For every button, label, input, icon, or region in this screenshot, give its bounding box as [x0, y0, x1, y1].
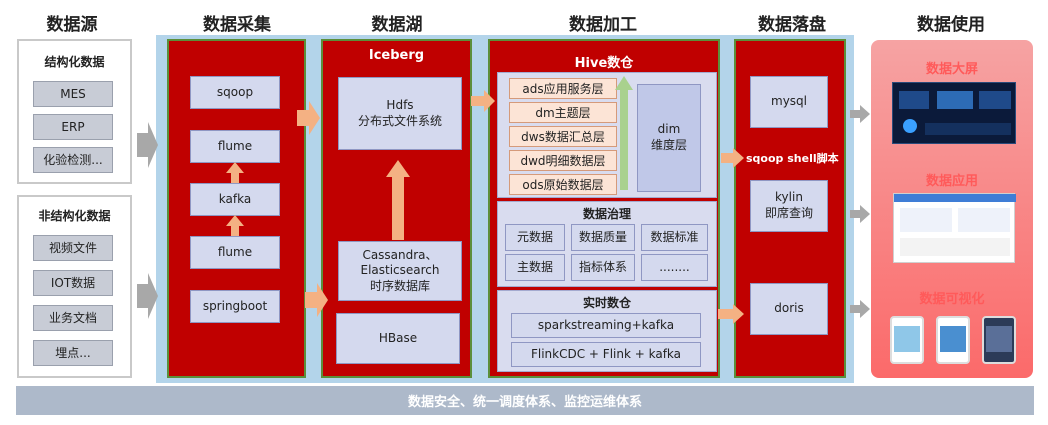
gov-standard: 数据标准 [641, 224, 708, 251]
arrow-storage-to-app [850, 205, 870, 223]
realtime-title: 实时数仓 [582, 296, 631, 310]
arrow-layers-upward [615, 76, 633, 190]
realtime-spark: sparkstreaming+kafka [511, 313, 701, 338]
layer-ads: ads应用服务层 [509, 78, 617, 99]
layer-ods: ods原始数据层 [509, 174, 617, 195]
governance-title: 数据治理 [582, 207, 631, 221]
source-mes: MES [33, 81, 113, 107]
storage-doris: doris [750, 283, 828, 335]
sqoop-shell-label: sqoop shell脚本 [746, 152, 839, 165]
lake-hbase: HBase [336, 313, 460, 364]
usage-app-title: 数据应用 [925, 174, 978, 189]
phone-screenshot-3 [982, 316, 1016, 364]
arrow-flume-to-kafka-up [226, 162, 244, 183]
gov-more: ........ [641, 254, 708, 281]
header-data-collection: 数据采集 [203, 15, 271, 35]
arrow-unstructured-to-collection [137, 273, 158, 319]
arrow-collection-to-lake-top [297, 101, 320, 135]
collect-springboot: springboot [190, 290, 280, 323]
lake-hdfs: Hdfs 分布式文件系统 [338, 77, 462, 150]
phone-screenshot-1 [890, 316, 924, 364]
layer-dwd: dwd明细数据层 [509, 150, 617, 171]
layer-dws: dws数据汇总层 [509, 126, 617, 147]
gov-metrics: 指标体系 [571, 254, 635, 281]
source-lab-test: 化验检测... [33, 147, 113, 173]
arrow-storage-to-dashboard [850, 105, 870, 123]
header-data-storage: 数据落盘 [758, 15, 826, 35]
arrow-collection-to-lake-bottom [305, 283, 328, 317]
header-data-source: 数据源 [46, 15, 98, 35]
gov-metadata: 元数据 [505, 224, 565, 251]
layer-dm: dm主题层 [509, 102, 617, 123]
header-data-usage: 数据使用 [917, 15, 985, 35]
realtime-flink: FlinkCDC + Flink + kafka [511, 342, 701, 367]
storage-kylin: kylin 即席查询 [750, 180, 828, 232]
collect-sqoop: sqoop [190, 76, 280, 109]
arrow-storage-to-viz [850, 300, 870, 318]
layer-dim: dim 维度层 [637, 84, 701, 192]
source-tracking: 埋点... [33, 340, 113, 366]
collect-kafka: kafka [190, 183, 280, 216]
processing-title: Hive数仓 [574, 56, 634, 71]
arrow-processing-to-doris [718, 304, 744, 324]
header-data-processing: 数据加工 [569, 15, 637, 35]
collect-flume-bottom: flume [190, 236, 280, 269]
lake-cassandra: Cassandra、 Elasticsearch 时序数据库 [338, 241, 462, 301]
phone-screenshot-2 [936, 316, 970, 364]
arrow-processing-to-sqoop [721, 148, 744, 168]
lake-title: Iceberg [368, 48, 425, 63]
unstructured-data-panel: 非结构化数据 视频文件 IOT数据 业务文档 埋点... [17, 195, 132, 378]
unstructured-data-title: 非结构化数据 [38, 209, 111, 223]
app-screenshot [893, 193, 1016, 263]
arrow-structured-to-collection [137, 122, 158, 168]
source-docs: 业务文档 [33, 305, 113, 331]
dashboard-screenshot [892, 82, 1016, 144]
gov-quality: 数据质量 [571, 224, 635, 251]
gov-masterdata: 主数据 [505, 254, 565, 281]
arrow-flume-to-kafka-down [226, 215, 244, 236]
header-data-lake: 数据湖 [371, 15, 423, 35]
source-iot: IOT数据 [33, 270, 113, 296]
storage-mysql: mysql [750, 76, 828, 128]
arrow-cassandra-to-hdfs [386, 160, 410, 240]
structured-data-title: 结构化数据 [44, 55, 105, 69]
collect-flume-top: flume [190, 130, 280, 163]
footer-bar: 数据安全、统一调度体系、监控运维体系 [16, 386, 1034, 415]
arrow-lake-to-processing [471, 90, 495, 112]
usage-dashboard-title: 数据大屏 [925, 62, 978, 77]
source-video: 视频文件 [33, 235, 113, 261]
structured-data-panel: 结构化数据 MES ERP 化验检测... [17, 39, 132, 184]
usage-viz-title: 数据可视化 [919, 292, 985, 307]
source-erp: ERP [33, 114, 113, 140]
